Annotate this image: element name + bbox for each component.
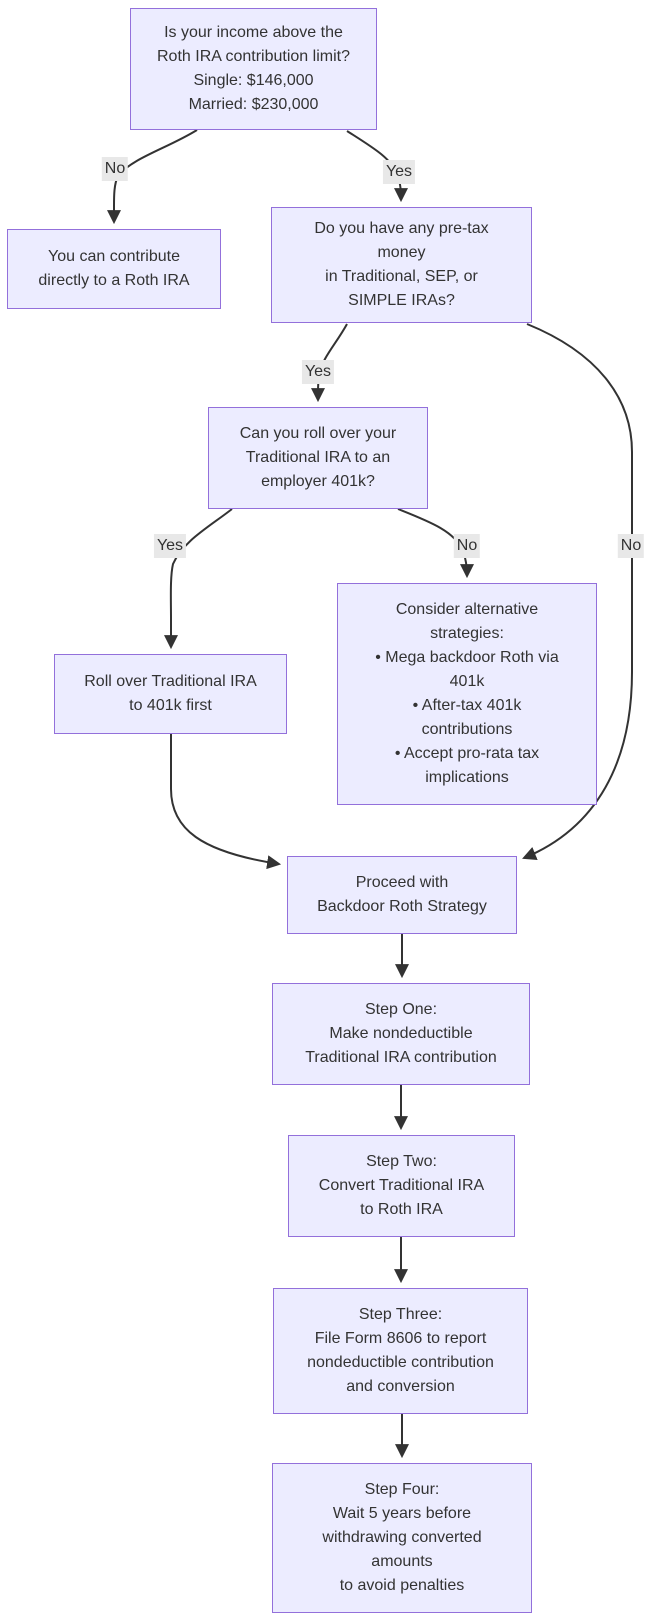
- edge-pretax-to-proceed: [522, 323, 633, 860]
- node-proceed-backdoor-roth: Proceed with Backdoor Roth Strategy: [287, 856, 517, 934]
- node-contribute-directly: You can contribute directly to a Roth IR…: [7, 229, 221, 309]
- edge-label-pretax-no: No: [617, 534, 645, 558]
- node-step-two: Step Two: Convert Traditional IRA to Rot…: [288, 1135, 515, 1237]
- edge-rollover-question-to-rollover-first: [164, 508, 233, 650]
- edge-label-rollover-no: No: [453, 534, 481, 558]
- node-step-three: Step Three: File Form 8606 to report non…: [273, 1288, 528, 1414]
- edge-label-pretax-yes: Yes: [301, 360, 335, 384]
- edge-label-rollover-yes: Yes: [153, 534, 187, 558]
- node-step-one: Step One: Make nondeductible Traditional…: [272, 983, 530, 1085]
- edge-rollover-first-to-proceed: [170, 734, 282, 870]
- node-rollover-401k-question: Can you roll over your Traditional IRA t…: [208, 407, 428, 509]
- node-rollover-first: Roll over Traditional IRA to 401k first: [54, 654, 287, 734]
- edge-label-income-yes: Yes: [382, 160, 416, 184]
- node-income-limit-question: Is your income above the Roth IRA contri…: [130, 8, 377, 130]
- node-alternative-strategies: Consider alternative strategies: • Mega …: [337, 583, 597, 805]
- node-pretax-money-question: Do you have any pre-tax money in Traditi…: [271, 207, 532, 323]
- node-step-four: Step Four: Wait 5 years before withdrawi…: [272, 1463, 532, 1613]
- edge-label-income-no: No: [101, 157, 129, 181]
